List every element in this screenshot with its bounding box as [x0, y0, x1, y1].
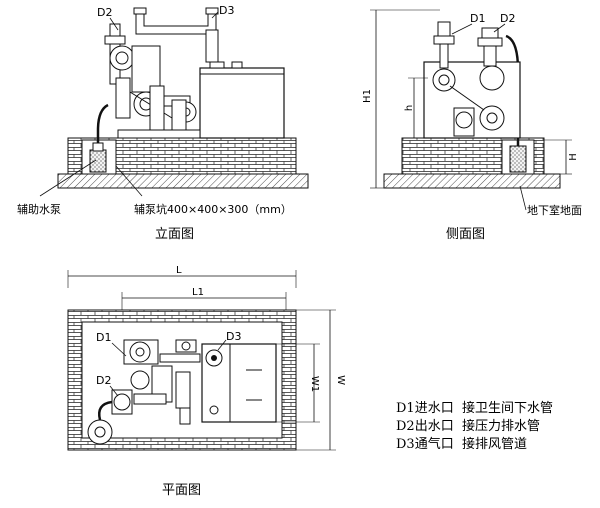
- elevation-label-d3: D3: [219, 4, 234, 17]
- side-label-d2: D2: [500, 12, 515, 25]
- plan-label-d3: D3: [226, 330, 241, 343]
- plan-dim-W1: W1: [309, 376, 320, 392]
- side-label-d1: D1: [470, 12, 485, 25]
- elevation-label-d2: D2: [97, 6, 112, 19]
- legend-desc: 接压力排水管: [462, 418, 540, 434]
- elevation-label-aux-pump: 辅助水泵: [17, 202, 61, 216]
- caption-elevation: 立面图: [155, 227, 194, 242]
- plan-label-d2: D2: [96, 374, 111, 387]
- caption-plan: 平面图: [162, 483, 201, 498]
- elevation-label-aux-pit: 辅泵坑400×400×300（mm）: [134, 202, 292, 216]
- legend-desc: 接排风管道: [462, 436, 527, 452]
- plan-view: L L1: [67, 265, 346, 498]
- side-dim-h: h: [404, 105, 415, 111]
- side-dim-H: H: [568, 153, 579, 161]
- legend-desc: 接卫生间下水管: [462, 400, 553, 416]
- legend-code: D1进水口: [396, 401, 454, 416]
- legend-item: D3通气口 接排风管道: [396, 436, 527, 452]
- plan-label-d1: D1: [96, 331, 111, 344]
- elevation-d3-vent: [133, 7, 219, 63]
- caption-side: 侧面图: [446, 227, 485, 242]
- side-view: D1 D2 H1 h H 地下室地面 侧面图: [362, 9, 582, 242]
- side-label-basement: 地下室地面: [527, 203, 582, 217]
- legend-code: D3通气口: [396, 436, 454, 452]
- plan-pump-assembly: [111, 339, 201, 425]
- elevation-ground: [57, 173, 309, 189]
- legend-item: D2出水口 接压力排水管: [396, 418, 540, 434]
- legend: D1进水口 接卫生间下水管 D2出水口 接压力排水管 D3通气口 接排风管道: [396, 400, 553, 452]
- side-dim-h1: H1: [362, 89, 373, 103]
- side-ground: [383, 173, 561, 189]
- legend-code: D2出水口: [396, 419, 454, 434]
- elevation-aux-pump: [89, 103, 109, 173]
- plan-dim-L: L: [176, 265, 182, 276]
- plan-dim-W: W: [335, 375, 346, 385]
- plan-dim-L1: L1: [192, 287, 204, 298]
- legend-item: D1进水口 接卫生间下水管: [396, 400, 553, 416]
- elevation-pump-assembly: [109, 45, 197, 131]
- elevation-view: D2 D3 辅助水泵 辅泵坑400×400×300（mm） 立面图: [17, 4, 309, 242]
- elevation-tank: [199, 67, 285, 139]
